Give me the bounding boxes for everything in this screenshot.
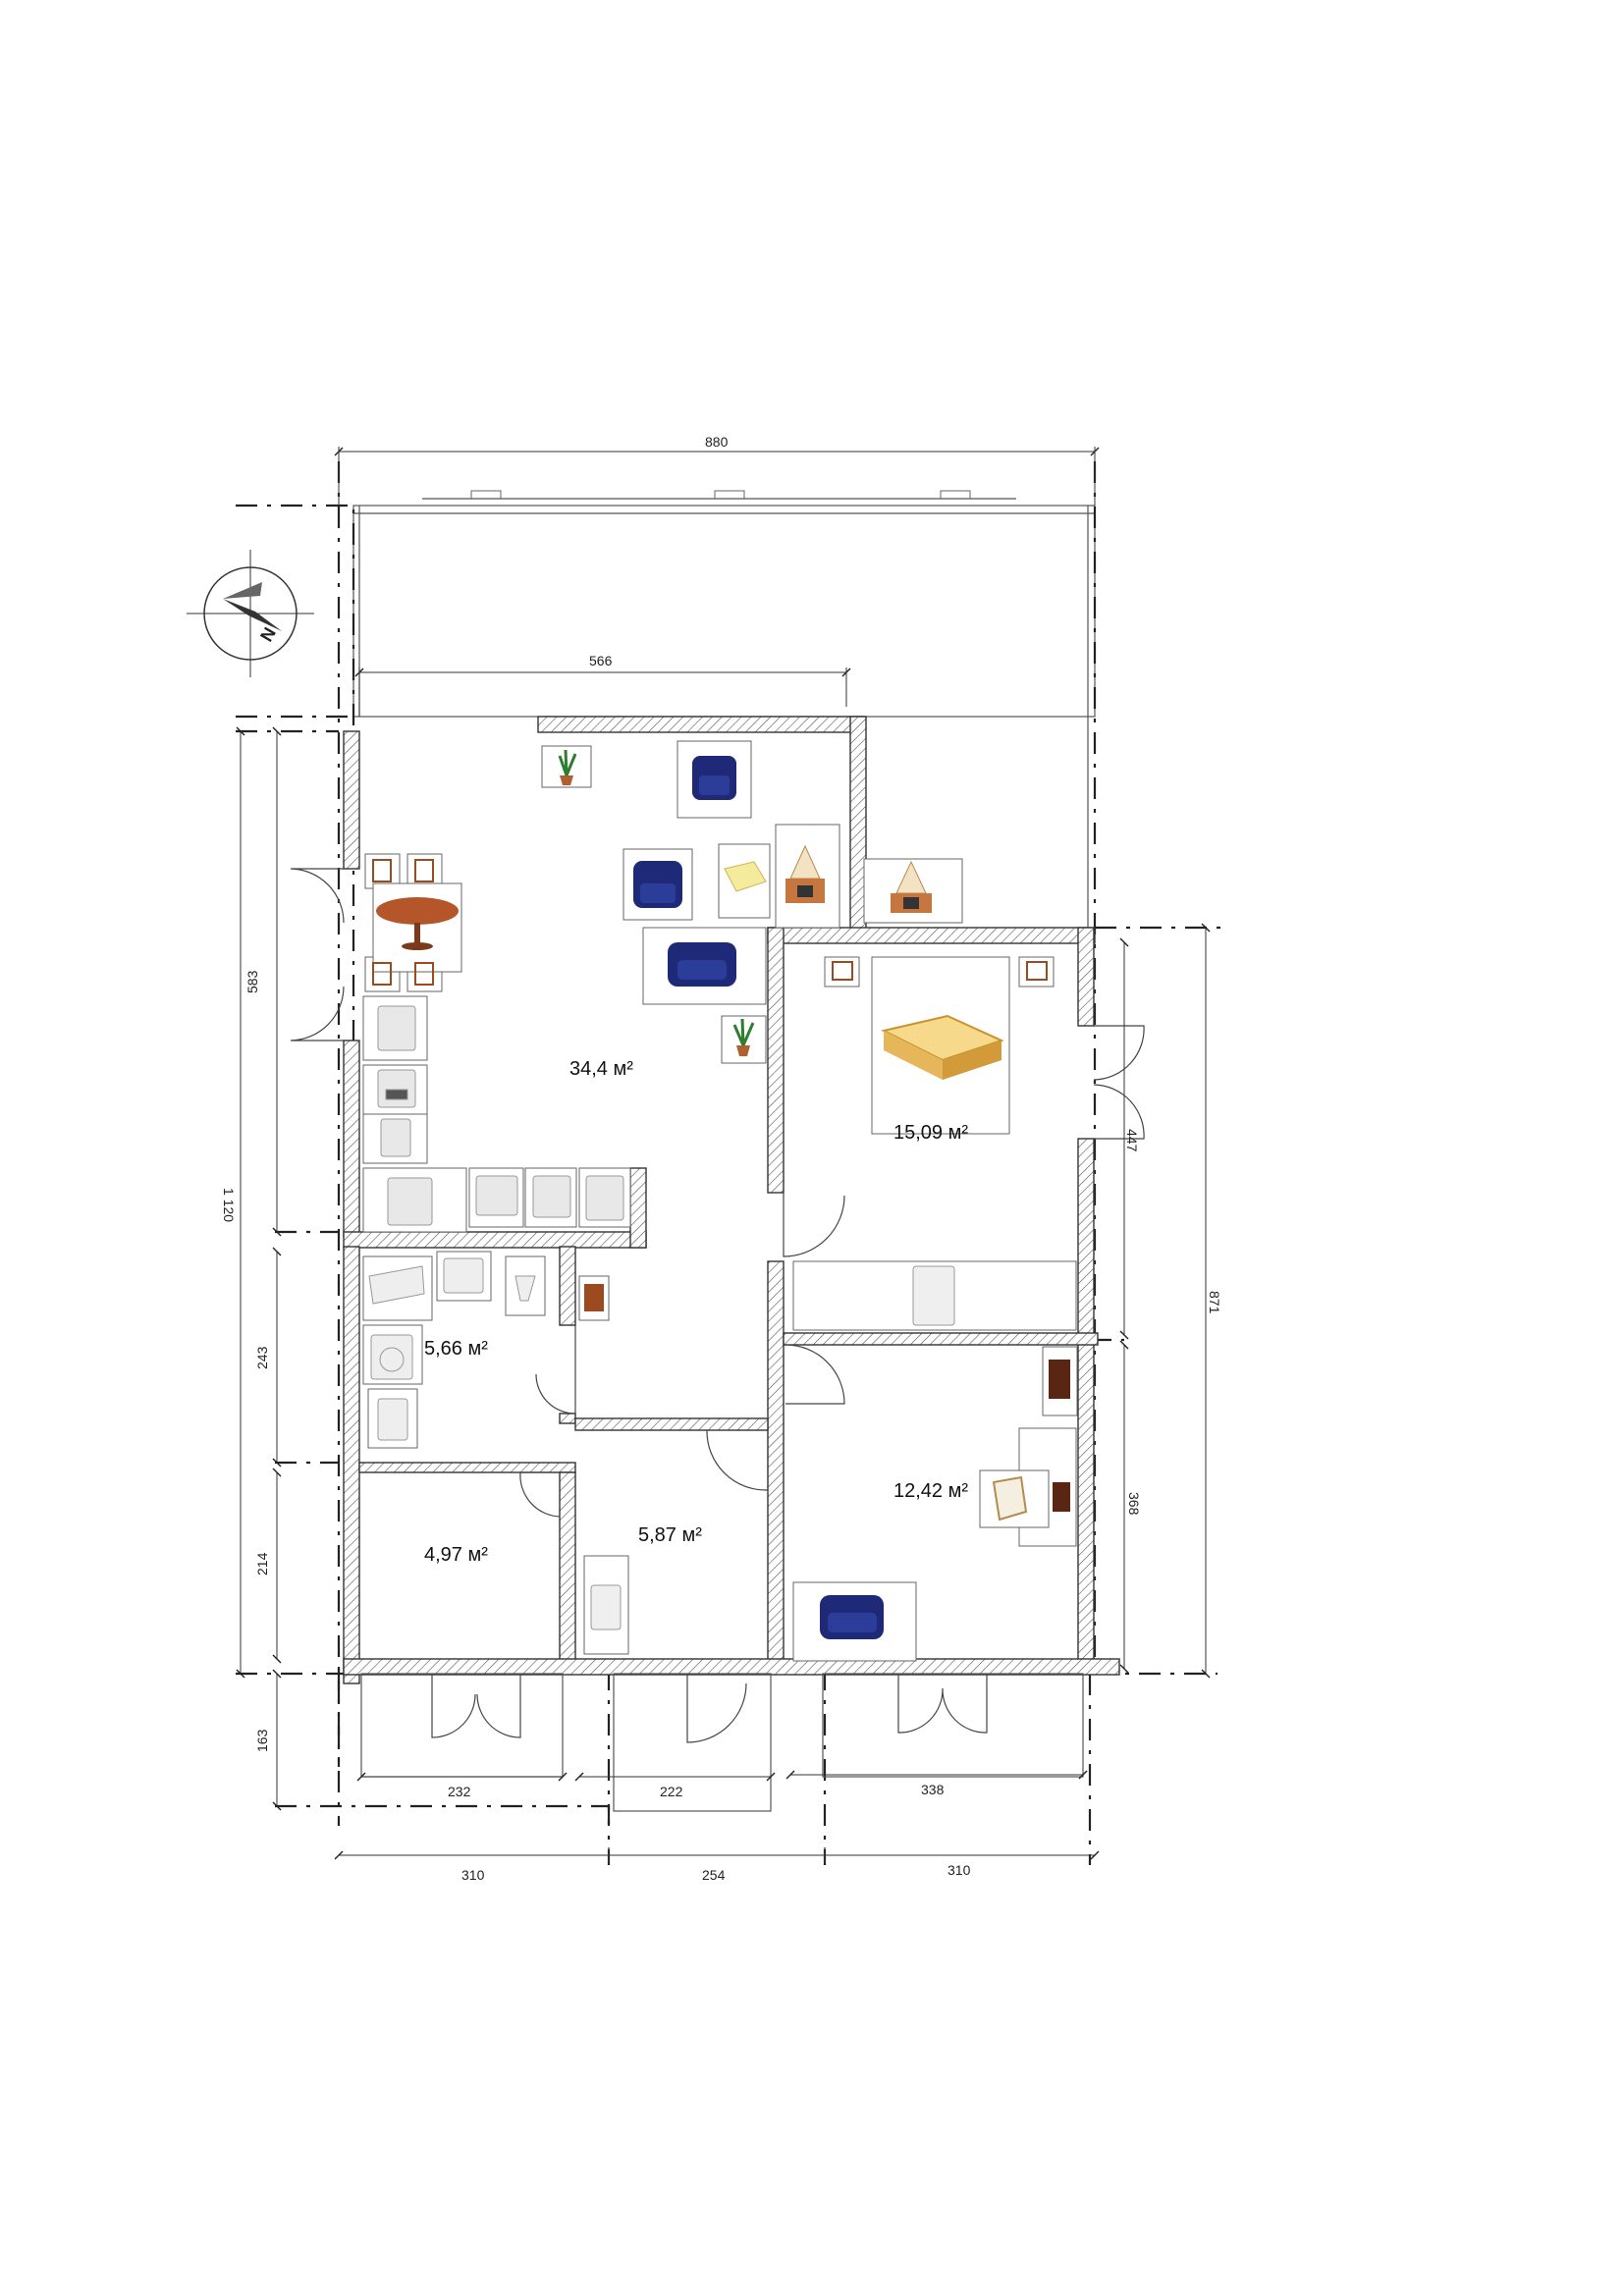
fireplace-icon [891,860,932,913]
coffee-table-icon [724,861,767,892]
living-room-area: 34,4 м² [569,1058,633,1080]
dimension-label: 1 120 [221,1188,237,1222]
doors [290,868,1145,1743]
dimension-lines: 880 566 1 120 583 243 214 163 871 447 36… [221,434,1222,1883]
porch-door-right [897,1675,988,1734]
shelf-icon [584,1284,604,1311]
small-room-door [519,1471,561,1518]
hall-door [706,1429,769,1491]
armchair-icon [992,1475,1070,1522]
small-bedroom-door [785,1344,845,1405]
nightstand-icon [832,961,1048,981]
dimension-label: 163 [254,1729,270,1752]
dimension-label: 583 [244,970,260,993]
small-room-area: 4,97 м² [424,1544,488,1566]
dimension-label: 368 [1126,1492,1142,1516]
dimension-label: 214 [254,1552,270,1575]
porch-door-middle [686,1675,747,1743]
dimension-label: 880 [705,434,729,450]
sofa-icon [668,942,736,987]
plant-icon [732,1018,755,1056]
dimension-label: 243 [254,1346,270,1369]
compass-icon: N [187,550,314,677]
porch-door-left [431,1675,521,1738]
dimension-label: 310 [461,1867,485,1883]
dimension-label: 566 [589,653,613,668]
bedroom-large-area: 15,09 м² [893,1122,968,1144]
dimension-label: 222 [660,1784,683,1799]
bathroom-area: 5,66 м² [424,1338,488,1360]
walls [343,716,1120,1684]
bed-icon [881,1014,1004,1080]
room-labels: 34,4 м² 15,09 м² 5,66 м² 4,97 м² 5,87 м²… [424,1058,968,1566]
wardrobe-icon [912,1265,955,1326]
bedroom-small-area: 12,42 м² [893,1480,968,1502]
chair-icon [372,859,434,986]
bathroom-door [535,1325,576,1415]
dimension-label: 338 [921,1782,945,1797]
armchair-icon [692,756,736,800]
right-bedroom-door [1093,1025,1145,1140]
dimension-label: 447 [1124,1129,1140,1152]
dimension-label: 871 [1207,1291,1222,1314]
left-entrance-door [290,868,345,1041]
dimension-label: 254 [702,1867,726,1883]
sofa-icon [820,1595,884,1639]
armchair-icon [633,861,682,908]
bathroom-fixture-icon [368,1257,536,1441]
appliance-icon [377,1005,624,1226]
fireplace-icon [785,844,825,903]
dimension-label: 310 [947,1862,971,1878]
dining-table-icon [376,897,459,950]
cabinet-icon [1049,1360,1070,1399]
hall-area: 5,87 м² [638,1524,702,1546]
dimension-label: 232 [448,1784,471,1799]
furniture [362,740,1078,1662]
cabinet-icon [590,1584,622,1630]
bedroom-door [783,1193,845,1257]
plant-icon [558,749,577,785]
